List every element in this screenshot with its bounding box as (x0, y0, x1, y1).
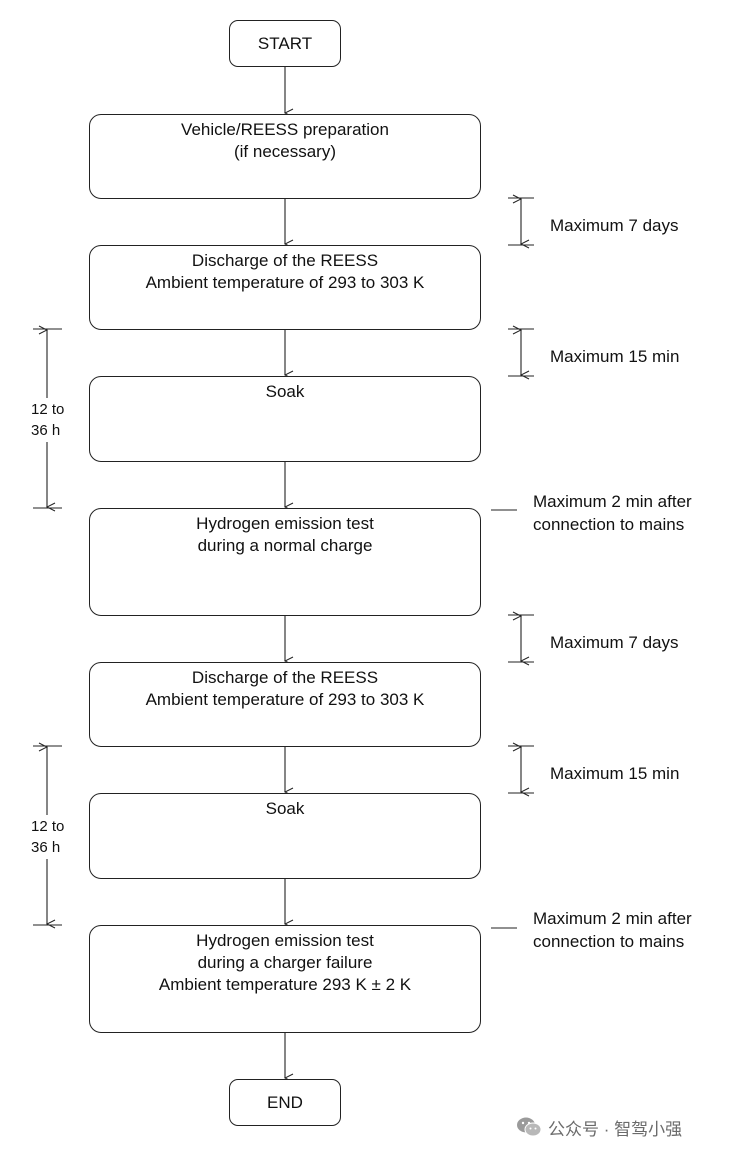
soak-duration-marker (33, 746, 62, 925)
interval-marker-15-min (508, 746, 534, 793)
soak-duration-label: 12 to 36 h (31, 816, 64, 858)
step-text: Soak (265, 799, 305, 818)
step-text: Ambient temperature of 293 to 303 K (145, 273, 425, 292)
time-note-text: Maximum 2 min after (533, 492, 692, 511)
time-note: Maximum 15 min (550, 762, 679, 785)
step-discharge-reess: Discharge of the REESS Ambient temperatu… (89, 245, 481, 330)
step-text: Vehicle/REESS preparation (181, 120, 389, 139)
step-hydrogen-test-charger-failure: Hydrogen emission test during a charger … (89, 925, 481, 1033)
time-note-text: Maximum 7 days (550, 633, 679, 652)
step-text: during a charger failure (197, 953, 373, 972)
step-text: Hydrogen emission test (196, 514, 374, 533)
soak-duration-text: 36 h (31, 422, 61, 439)
soak-duration-text: 12 to (31, 401, 65, 418)
time-note-text: Maximum 2 min after (533, 909, 692, 928)
time-note-text: Maximum 15 min (550, 764, 680, 783)
step-text: Hydrogen emission test (196, 931, 374, 950)
interval-marker-7-days (508, 615, 534, 662)
time-note-text: connection to mains (533, 932, 685, 951)
time-note: Maximum 15 min (550, 345, 679, 368)
interval-marker-7-days (508, 198, 534, 245)
wechat-icon (517, 1117, 542, 1137)
watermark: 公众号 · 智驾小强 (516, 1114, 682, 1140)
time-note-text: connection to mains (533, 515, 685, 534)
soak-duration-marker (33, 329, 62, 508)
time-note: Maximum 7 days (550, 214, 678, 237)
start-terminal: START (229, 20, 341, 67)
end-label: END (267, 1092, 303, 1112)
watermark-text: 公众号 · 智驾小强 (548, 1119, 683, 1139)
time-note-text: Maximum 7 days (550, 216, 679, 235)
step-text: Ambient temperature of 293 to 303 K (145, 690, 425, 709)
end-terminal: END (229, 1079, 341, 1126)
step-text: Ambient temperature 293 K ± 2 K (158, 975, 412, 994)
interval-marker-15-min (508, 329, 534, 376)
time-note: Maximum 7 days (550, 631, 678, 654)
time-note: Maximum 2 min after connection to mains (533, 907, 692, 953)
step-soak: Soak (89, 376, 481, 462)
time-note-text: Maximum 15 min (550, 347, 680, 366)
soak-duration-label: 12 to 36 h (31, 399, 64, 441)
time-note: Maximum 2 min after connection to mains (533, 490, 692, 536)
step-vehicle-preparation: Vehicle/REESS preparation (if necessary) (89, 114, 481, 199)
step-text: Soak (265, 382, 305, 401)
soak-duration-text: 36 h (31, 839, 61, 856)
start-label: START (257, 33, 313, 53)
step-discharge-reess: Discharge of the REESS Ambient temperatu… (89, 662, 481, 747)
step-text: Discharge of the REESS (191, 668, 379, 687)
step-text: Discharge of the REESS (191, 251, 379, 270)
step-hydrogen-test-normal-charge: Hydrogen emission test during a normal c… (89, 508, 481, 616)
step-text: during a normal charge (197, 536, 373, 555)
step-soak: Soak (89, 793, 481, 879)
soak-duration-text: 12 to (31, 818, 65, 835)
step-text: (if necessary) (233, 142, 337, 161)
